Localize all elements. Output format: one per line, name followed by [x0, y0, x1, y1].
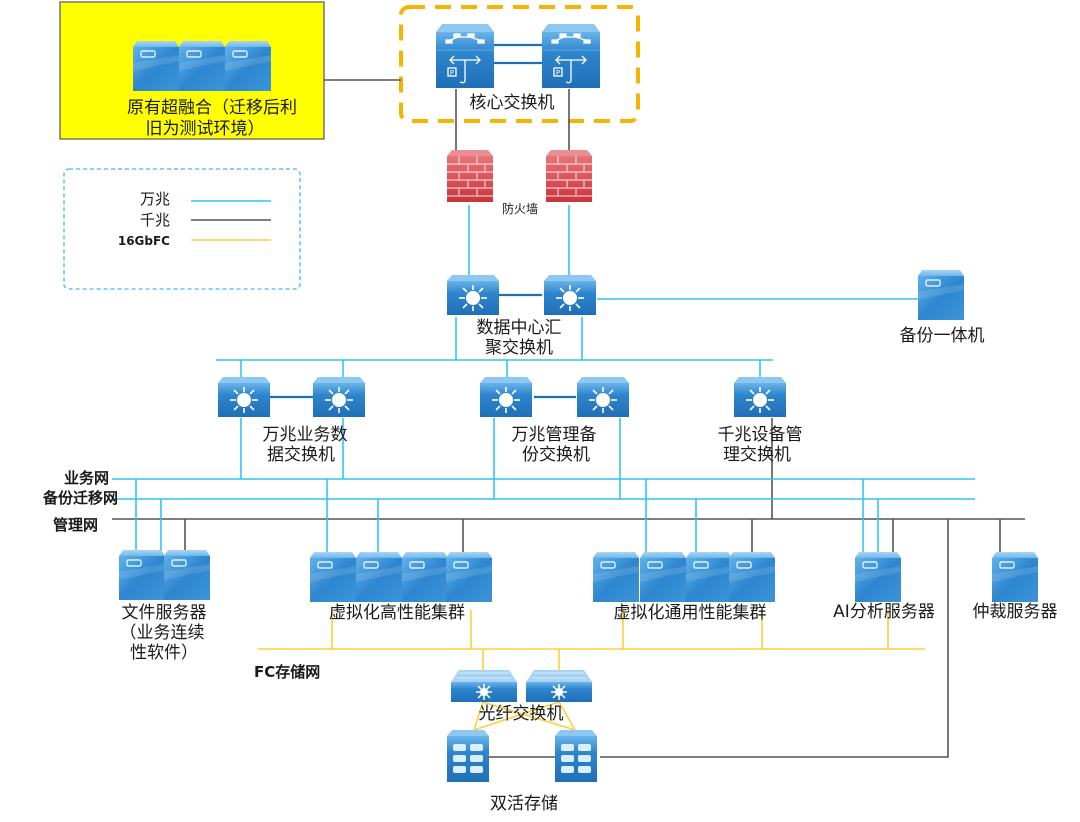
server-icon [178, 40, 226, 92]
backup-appliance-icon[interactable] [917, 269, 965, 321]
arbiter-server-label: 仲裁服务器 [973, 602, 1058, 622]
network-label-business: 业务网 [64, 469, 109, 487]
server-icon [355, 551, 403, 603]
fc-switch-icon[interactable] [525, 669, 593, 703]
fc-a-store-b [482, 701, 576, 731]
aggregation-switch-icon[interactable] [446, 274, 500, 316]
fc-switch-icon[interactable] [450, 669, 518, 703]
server-icon [309, 551, 357, 603]
core-switch-label: 核心交换机 [470, 93, 555, 113]
fc-switch-label: 光纤交换机 [479, 704, 564, 724]
business-switch-icon[interactable] [217, 376, 271, 418]
business-switch-icon[interactable] [312, 376, 366, 418]
links [112, 43, 1025, 758]
legend-box [63, 168, 301, 290]
storage-label: 双活存储 [490, 794, 558, 814]
fc-b-store-b [558, 701, 576, 731]
server-icon [445, 551, 493, 603]
fc-a-store-a [473, 701, 484, 731]
server-icon [401, 551, 449, 603]
virt-general-cluster-label: 虚拟化通用性能集群 [614, 603, 767, 623]
aggregation-switch-icon[interactable] [543, 274, 597, 316]
virt-hp-cluster-label: 虚拟化高性能集群 [329, 603, 465, 623]
mgmt-backup-switch-icon[interactable] [576, 376, 630, 418]
firewall-icon[interactable] [545, 149, 593, 203]
legend-label-gig: 千兆 [140, 211, 170, 229]
link-storage-mgmt [600, 519, 949, 758]
firewall-label: 防火墙 [502, 201, 538, 216]
gig-mgmt-switch-label-line1: 千兆设备管 [718, 425, 803, 445]
server-icon [728, 551, 776, 603]
server-icon [639, 551, 687, 603]
backup-appliance-label: 备份一体机 [900, 326, 985, 346]
firewall-icon[interactable] [446, 149, 494, 203]
legend-label-ten-gig: 万兆 [140, 190, 170, 208]
legend-label-fc: 16GbFC [118, 234, 170, 248]
storage-array-icon[interactable] [447, 730, 489, 782]
file-server-label-line1: 文件服务器 [122, 603, 207, 623]
mgmt-backup-switch-icon[interactable] [479, 376, 533, 418]
ai-server-label: AI分析服务器 [833, 602, 935, 622]
fc-b-store-a [473, 701, 560, 731]
legend: 万兆 千兆 16GbFC [118, 190, 271, 248]
network-label-fc-storage: FC存储网 [254, 663, 320, 681]
gig-mgmt-switch-label-line2: 理交换机 [723, 445, 791, 465]
server-icon [592, 551, 640, 603]
legacy-hci-label-line2: 旧为测试环境） [146, 119, 265, 139]
server-icon [132, 40, 180, 92]
virt-general-cluster[interactable] [592, 551, 776, 603]
file-server-icon[interactable] [163, 549, 211, 601]
biz-switch-label-line2: 据交换机 [267, 445, 335, 465]
gig-mgmt-switch-icon[interactable] [733, 376, 787, 418]
mgmt-backup-switch-label-line1: 万兆管理备 [512, 425, 597, 445]
network-label-management: 管理网 [53, 516, 98, 534]
legacy-hci-label-line1: 原有超融合（迁移后利 [127, 98, 297, 118]
storage-array-icon[interactable] [555, 730, 597, 782]
arbiter-server-icon[interactable] [991, 551, 1039, 603]
server-icon [224, 40, 272, 92]
file-server-icon[interactable] [118, 549, 166, 601]
ai-server-icon[interactable] [854, 551, 902, 603]
legacy-hci-servers[interactable] [132, 40, 272, 92]
dc-agg-switch-label-line2: 聚交换机 [485, 338, 553, 358]
mgmt-backup-switch-label-line2: 份交换机 [522, 445, 590, 465]
core-switch-icon[interactable] [435, 23, 495, 89]
network-label-backup-migration: 备份迁移网 [42, 489, 118, 507]
file-server-label-line3: 性软件） [130, 643, 198, 663]
core-switch-icon[interactable] [541, 23, 601, 89]
server-icon [685, 551, 733, 603]
core-switch-group-box [399, 5, 640, 123]
virt-hp-cluster[interactable] [309, 551, 493, 603]
biz-switch-label-line1: 万兆业务数 [263, 425, 348, 445]
dc-agg-switch-label-line1: 数据中心汇 [477, 318, 562, 338]
file-server-label-line2: （业务连续 [120, 623, 205, 643]
